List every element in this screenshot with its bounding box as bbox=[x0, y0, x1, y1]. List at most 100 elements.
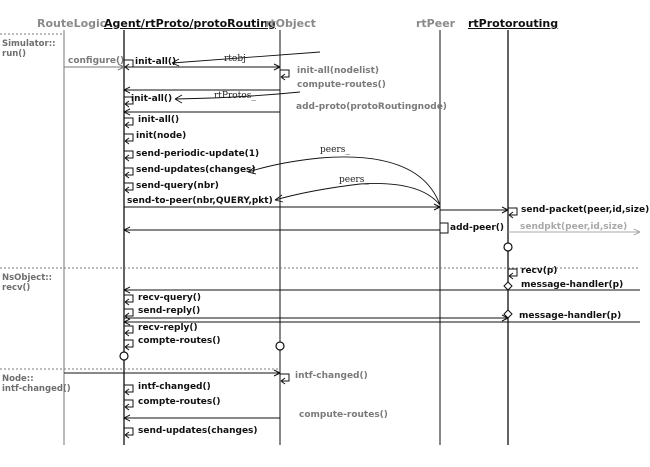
msg-init-all-1: init-all() bbox=[135, 57, 177, 67]
self-recv-reply bbox=[124, 325, 134, 334]
arrow-intf-changed-node-head bbox=[273, 369, 281, 377]
msg-send-reply: send-reply() bbox=[138, 306, 201, 316]
self-send-packet bbox=[508, 207, 518, 216]
self-intf-changed-2 bbox=[124, 384, 134, 393]
arrow-compute-routes-1-head bbox=[123, 86, 131, 94]
curve-rtprotos bbox=[174, 91, 301, 100]
arrow-sendpkt-head bbox=[633, 228, 641, 236]
msg-compute-routes-1: compute-routes() bbox=[297, 80, 386, 90]
curve-rtprotos-head bbox=[174, 94, 183, 104]
self-send-packet-head bbox=[508, 211, 514, 219]
self-send-reply bbox=[124, 308, 134, 317]
self-intf-changed-1 bbox=[280, 373, 290, 382]
self-init-all-3-head bbox=[124, 121, 130, 129]
msg-compte-routes-2: compte-routes() bbox=[138, 397, 221, 407]
self-init-node-head bbox=[124, 137, 130, 145]
self-compte-routes-2 bbox=[124, 399, 134, 408]
msg-send-periodic-update: send-periodic-update(1) bbox=[136, 149, 260, 159]
msg-recv: recv(p) bbox=[521, 266, 558, 276]
msg-message-handler-2: message-handler(p) bbox=[519, 311, 622, 321]
self-send-query bbox=[124, 182, 134, 191]
msg-sendpkt: sendpkt(peer,id,size) bbox=[520, 222, 628, 232]
annotation-peers-1: peers_ bbox=[320, 145, 350, 155]
context-simulator: Simulator:: run() bbox=[2, 39, 56, 59]
msg-recv-reply: recv-reply() bbox=[138, 323, 198, 333]
curve-rtobj bbox=[171, 51, 321, 64]
msg-send-updates-1: send-updates(changes) bbox=[136, 165, 256, 175]
self-recv-head bbox=[508, 272, 514, 280]
self-init-node bbox=[124, 133, 134, 142]
msg-init-node: init(node) bbox=[136, 131, 187, 141]
msg-send-packet: send-packet(peer,id,size) bbox=[521, 205, 650, 215]
self-send-periodic-head bbox=[124, 154, 130, 162]
diamond-message-handler-1 bbox=[503, 281, 513, 291]
arrow-compute-routes-2-head bbox=[123, 414, 131, 422]
header-routelogic: RouteLogic bbox=[37, 17, 107, 30]
context-node: Node:: intf-changed() bbox=[2, 374, 71, 394]
self-send-periodic bbox=[124, 150, 134, 159]
end-rtobject-1 bbox=[275, 341, 285, 351]
msg-compute-routes-2: compute-routes() bbox=[299, 410, 388, 420]
self-compte-routes-1 bbox=[124, 339, 134, 348]
self-compte-routes-2-head bbox=[124, 403, 130, 411]
diamond-message-handler-2 bbox=[503, 309, 513, 319]
annotation-rtprotos: rtProtos_ bbox=[214, 91, 256, 101]
msg-add-proto: add-proto(protoRoutingnode) bbox=[296, 102, 447, 112]
self-init-all-2-head bbox=[124, 100, 130, 108]
msg-add-peer: add-peer() bbox=[450, 223, 505, 233]
curve-rtobj-head bbox=[171, 58, 180, 67]
curve-peers-2-head bbox=[274, 194, 284, 203]
msg-init-all-3: init-all() bbox=[138, 115, 180, 125]
self-init-all-1 bbox=[124, 59, 134, 68]
self-send-updates-1-head bbox=[124, 171, 130, 179]
self-init-all-3 bbox=[124, 117, 134, 126]
self-intf-changed-1-head bbox=[280, 377, 286, 385]
msg-intf-changed-2: intf-changed() bbox=[138, 382, 211, 392]
self-recv bbox=[508, 268, 518, 277]
self-recv-query-head bbox=[124, 298, 130, 306]
msg-compte-routes-1: compte-routes() bbox=[138, 336, 221, 346]
self-send-updates-2 bbox=[124, 427, 134, 436]
self-send-query-head bbox=[124, 186, 130, 194]
msg-init-all-2: init-all() bbox=[131, 94, 173, 104]
context-nsobject: NsObject:: recv() bbox=[2, 273, 53, 293]
header-rtpeer: rtPeer bbox=[416, 17, 456, 30]
header-rtprotorouting: rtProtorouting bbox=[468, 17, 559, 30]
self-compte-routes-1-head bbox=[124, 343, 130, 351]
end-agent-1 bbox=[119, 351, 129, 361]
self-recv-reply-head bbox=[124, 329, 130, 337]
arrow-message-handler-1-head bbox=[123, 286, 131, 294]
self-init-all-nodelist-head bbox=[280, 73, 286, 81]
activation-add-peer bbox=[439, 222, 449, 234]
self-intf-changed-2-head bbox=[124, 388, 130, 396]
curve-peers-2 bbox=[274, 183, 441, 206]
header-rtobject: rtObject bbox=[265, 17, 316, 30]
arrow-to-rtprotorouting-head bbox=[501, 206, 509, 214]
curve-peers-1 bbox=[247, 156, 441, 206]
msg-send-to-peer: send-to-peer(nbr,QUERY,pkt) bbox=[127, 196, 273, 206]
annotation-rtobj: rtobj bbox=[224, 54, 246, 64]
msg-send-query: send-query(nbr) bbox=[136, 181, 219, 191]
self-send-updates-1 bbox=[124, 167, 134, 176]
arrow-send-to-peer-head bbox=[433, 203, 441, 211]
arrow-add-proto-head bbox=[123, 108, 131, 116]
arrow-add-peer-back-head bbox=[123, 226, 131, 234]
arrow-message-handler-2-head bbox=[123, 318, 131, 326]
self-send-updates-2-head bbox=[124, 431, 130, 439]
end-rtprotorouting-1 bbox=[503, 242, 513, 252]
msg-configure: configure() bbox=[68, 56, 125, 66]
curve-peers-1-head bbox=[247, 166, 257, 175]
header-agent: Agent/rtProto/protoRouting bbox=[104, 17, 276, 30]
arrow-configure-head bbox=[117, 63, 125, 71]
msg-init-all-nodelist: init-all(nodelist) bbox=[297, 66, 380, 76]
annotation-peers-2: peers_ bbox=[339, 175, 369, 185]
msg-message-handler-1: message-handler(p) bbox=[521, 280, 624, 290]
self-recv-query bbox=[124, 294, 134, 303]
arrow-init-all-1-right-head bbox=[273, 63, 281, 71]
msg-send-updates-2: send-updates(changes) bbox=[138, 426, 258, 436]
msg-intf-changed-1: intf-changed() bbox=[295, 371, 368, 381]
self-init-all-2 bbox=[124, 96, 134, 105]
self-init-all-nodelist bbox=[280, 69, 290, 78]
msg-recv-query: recv-query() bbox=[138, 293, 201, 303]
